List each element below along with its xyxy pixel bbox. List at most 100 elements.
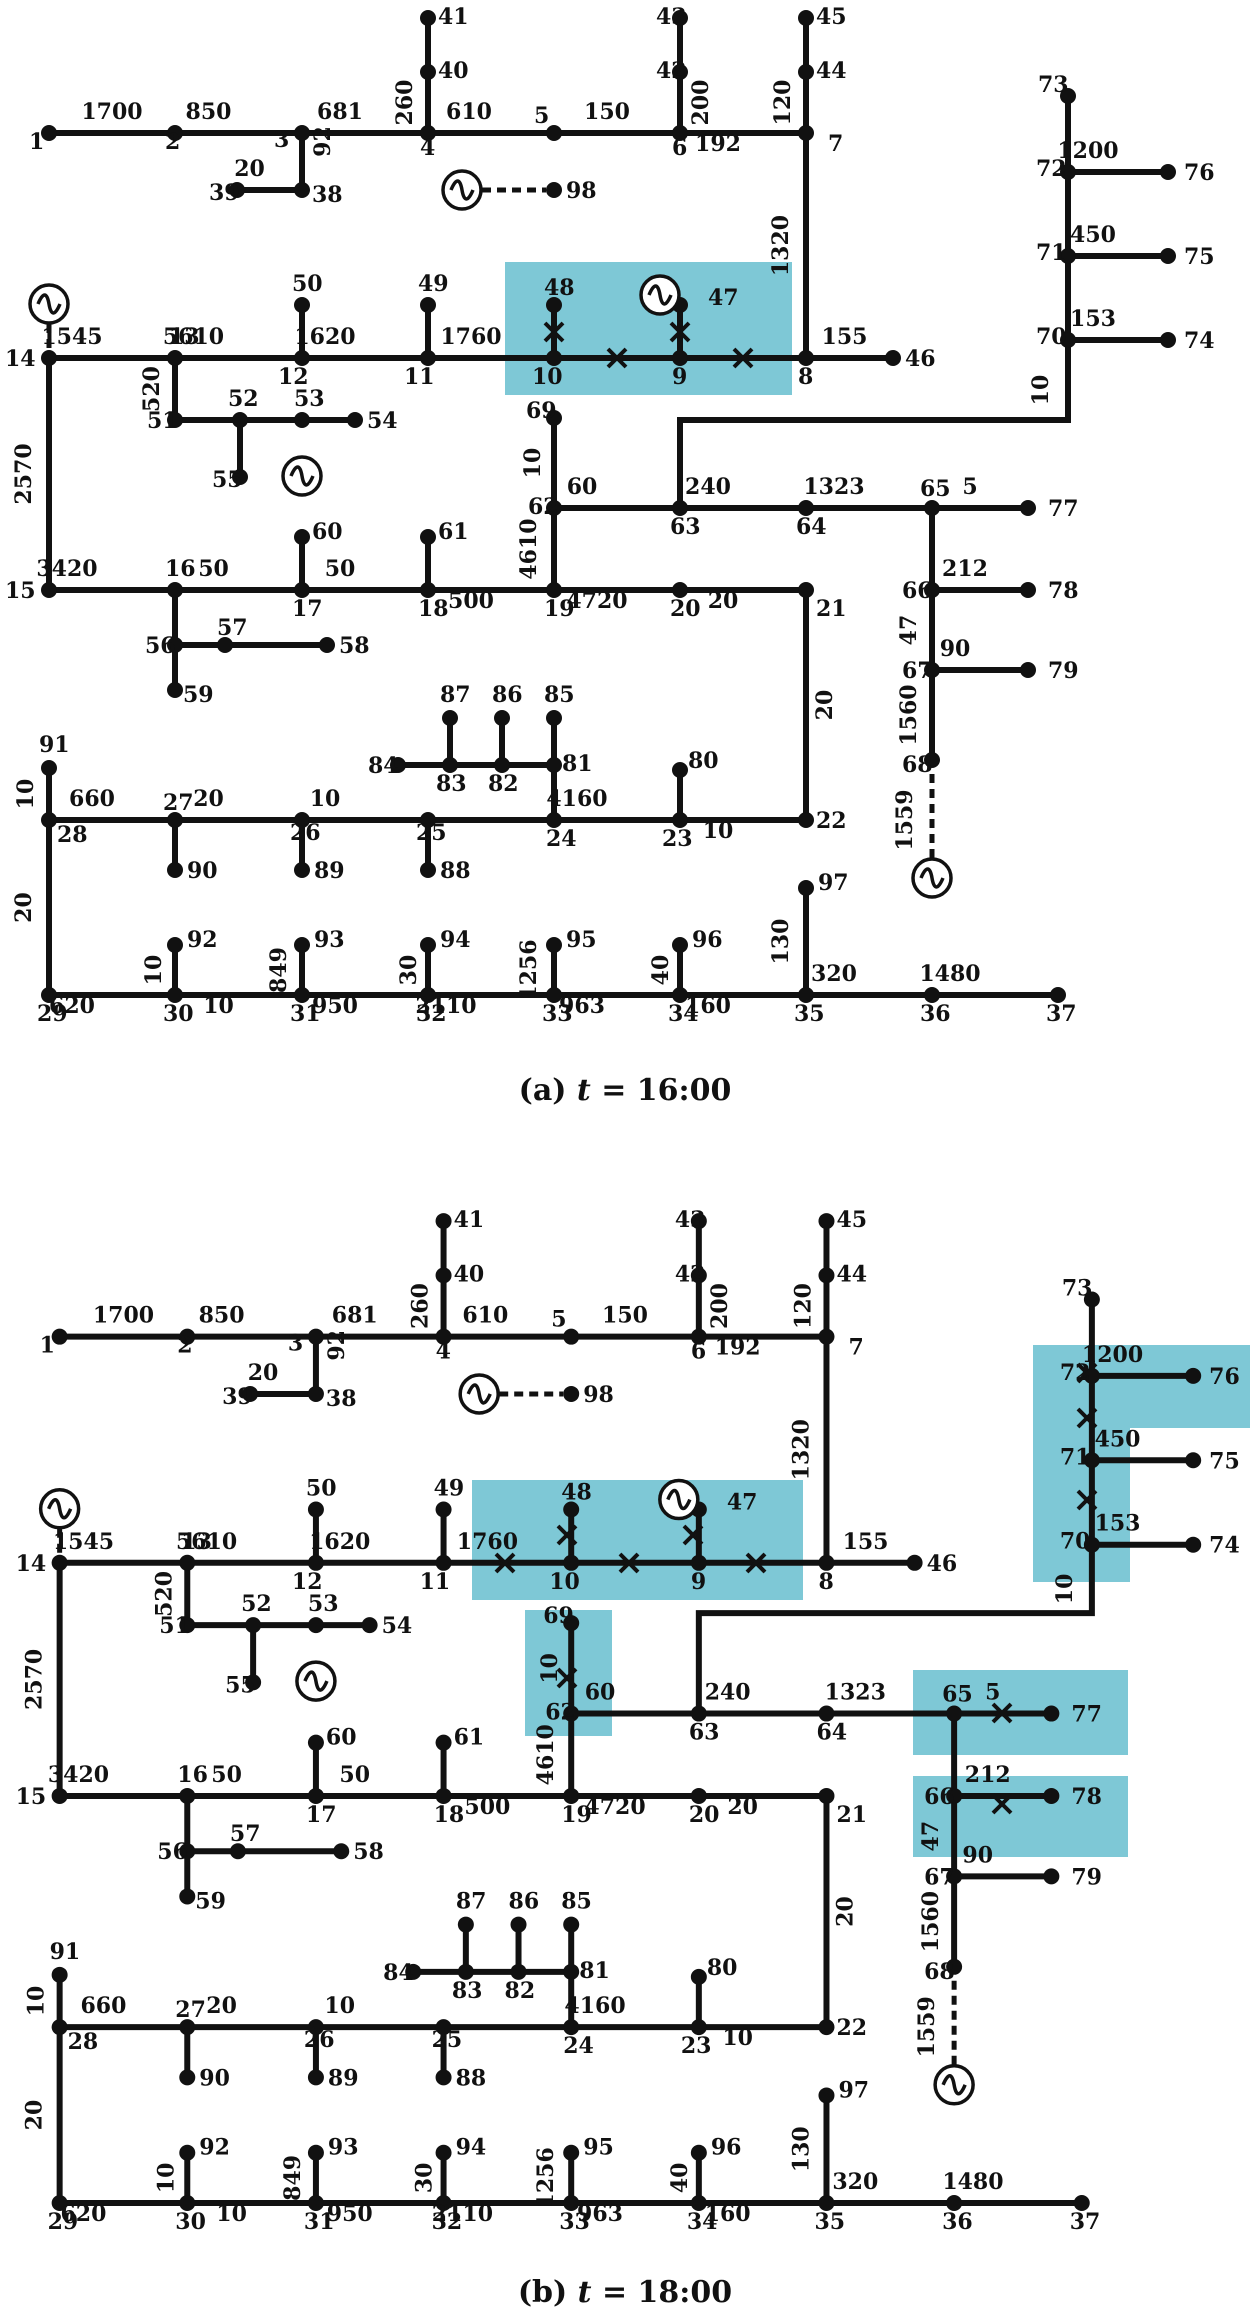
bus-label-42: 42	[675, 1261, 706, 1287]
bus-node-25	[420, 812, 436, 828]
bus-node-28	[41, 812, 57, 828]
bus-node-8	[798, 350, 814, 366]
bus-node-75	[1160, 248, 1176, 264]
bus-label-21: 21	[816, 596, 847, 622]
edge-label-30-92: 10	[153, 2163, 179, 2194]
bus-node-25	[435, 2019, 452, 2036]
bus-label-30: 30	[175, 2209, 206, 2235]
bus-label-79: 79	[1048, 658, 1079, 684]
edge-label-30-92: 10	[141, 955, 167, 986]
bus-node-12	[294, 350, 310, 366]
bus-label-37: 37	[1070, 2209, 1101, 2235]
bus-node-92	[179, 2144, 196, 2161]
bus-node-49	[420, 297, 436, 313]
edge-label-18-19: 500	[448, 588, 494, 614]
bus-label-25: 25	[416, 820, 447, 846]
edge-label-25-26: 10	[310, 786, 341, 812]
bus-label-10: 10	[549, 1569, 580, 1595]
bus-label-64: 64	[796, 514, 827, 540]
bus-label-95: 95	[566, 927, 597, 953]
bus-node-43	[672, 10, 688, 26]
edge-label-33-34: 963	[577, 2201, 623, 2227]
caption-b: (b) t = 18:00	[518, 2275, 732, 2310]
bus-label-82: 82	[505, 1978, 536, 2004]
bus-label-16: 16	[165, 556, 196, 582]
bus-node-74	[1185, 1536, 1202, 1553]
bus-label-77: 77	[1048, 496, 1079, 522]
edge-label-15-16: 3420	[36, 556, 97, 582]
edge-label-14-13: 1545	[41, 324, 102, 350]
bus-label-16: 16	[177, 1762, 208, 1788]
bus-node-86	[494, 710, 510, 726]
bus-label-29: 29	[37, 1001, 68, 1027]
edge-label-7-8: 1320	[768, 215, 794, 276]
edge-label-63-70: 10	[1052, 1574, 1078, 1605]
bus-node-82	[510, 1963, 527, 1980]
edge-label-33-34: 963	[559, 993, 605, 1019]
bus-label-13: 13	[169, 324, 200, 350]
bus-label-7: 7	[828, 131, 843, 157]
bus-node-68	[946, 1958, 963, 1975]
bus-node-81	[563, 1963, 580, 1980]
bus-label-43: 43	[675, 1207, 706, 1233]
edge-label-72-76: 1200	[1057, 138, 1118, 164]
bus-node-1	[51, 1328, 68, 1345]
bus-label-52: 52	[228, 386, 259, 412]
bus-label-9: 9	[672, 364, 687, 390]
bus-label-66: 66	[902, 578, 933, 604]
bus-node-31	[307, 2194, 324, 2211]
bus-label-17: 17	[306, 1802, 337, 1828]
bus-node-60	[307, 1734, 324, 1751]
bus-node-15	[41, 582, 57, 598]
edge-label-5-6: 150	[584, 99, 630, 125]
bus-label-39: 39	[209, 180, 240, 206]
bus-node-87	[457, 1916, 474, 1933]
bus-node-42	[672, 64, 688, 80]
bus-node-98	[563, 1385, 580, 1402]
bus-label-50: 50	[292, 271, 323, 297]
edge-label-7-44: 120	[790, 1283, 816, 1329]
bus-node-2	[167, 125, 183, 141]
bus-label-57: 57	[217, 615, 248, 641]
bus-label-87: 87	[440, 682, 471, 708]
bus-node-61	[420, 529, 436, 545]
bus-label-33: 33	[542, 1001, 573, 1027]
edge-label-16-17: 50	[211, 1762, 242, 1788]
open-switch-x-icon	[1076, 1407, 1098, 1429]
bus-node-65	[924, 500, 940, 516]
bus-label-1: 1	[40, 1333, 55, 1359]
bus-label-80: 80	[688, 748, 719, 774]
bus-label-68: 68	[902, 752, 933, 778]
bus-label-34: 34	[687, 2209, 718, 2235]
bus-node-23	[672, 812, 688, 828]
edge-label-36-37: 1480	[919, 961, 980, 987]
bus-label-56: 56	[157, 1839, 188, 1865]
edge-label-32-33: 2110	[432, 2201, 493, 2227]
bus-node-64	[798, 500, 814, 516]
bus-node-93	[307, 2144, 324, 2161]
bus-node-57	[229, 1843, 246, 1860]
bus-label-69: 69	[543, 1603, 574, 1629]
edge-label-12-11: 1620	[294, 324, 355, 350]
bus-node-65	[946, 1705, 963, 1722]
bus-node-84	[405, 1963, 422, 1980]
bus-label-15: 15	[16, 1784, 47, 1810]
bus-label-73: 73	[1062, 1275, 1093, 1301]
bus-label-82: 82	[488, 771, 519, 797]
bus-label-69: 69	[526, 398, 557, 424]
bus-label-83: 83	[452, 1978, 483, 2004]
bus-node-74	[1160, 332, 1176, 348]
bus-label-60: 60	[312, 519, 343, 545]
edge-label-38-39: 20	[234, 156, 265, 182]
bus-node-49	[435, 1501, 452, 1518]
bus-label-91: 91	[50, 1939, 81, 1965]
bus-label-40: 40	[438, 58, 469, 84]
bus-node-60	[294, 529, 310, 545]
bus-label-8: 8	[798, 364, 813, 390]
open-switch-x-icon	[543, 321, 565, 343]
bus-node-80	[690, 1968, 707, 1985]
generator-icon	[933, 2064, 975, 2106]
edge-label-8-46: 155	[822, 324, 868, 350]
generator-icon	[458, 1373, 500, 1415]
bus-label-81: 81	[579, 1958, 610, 1984]
